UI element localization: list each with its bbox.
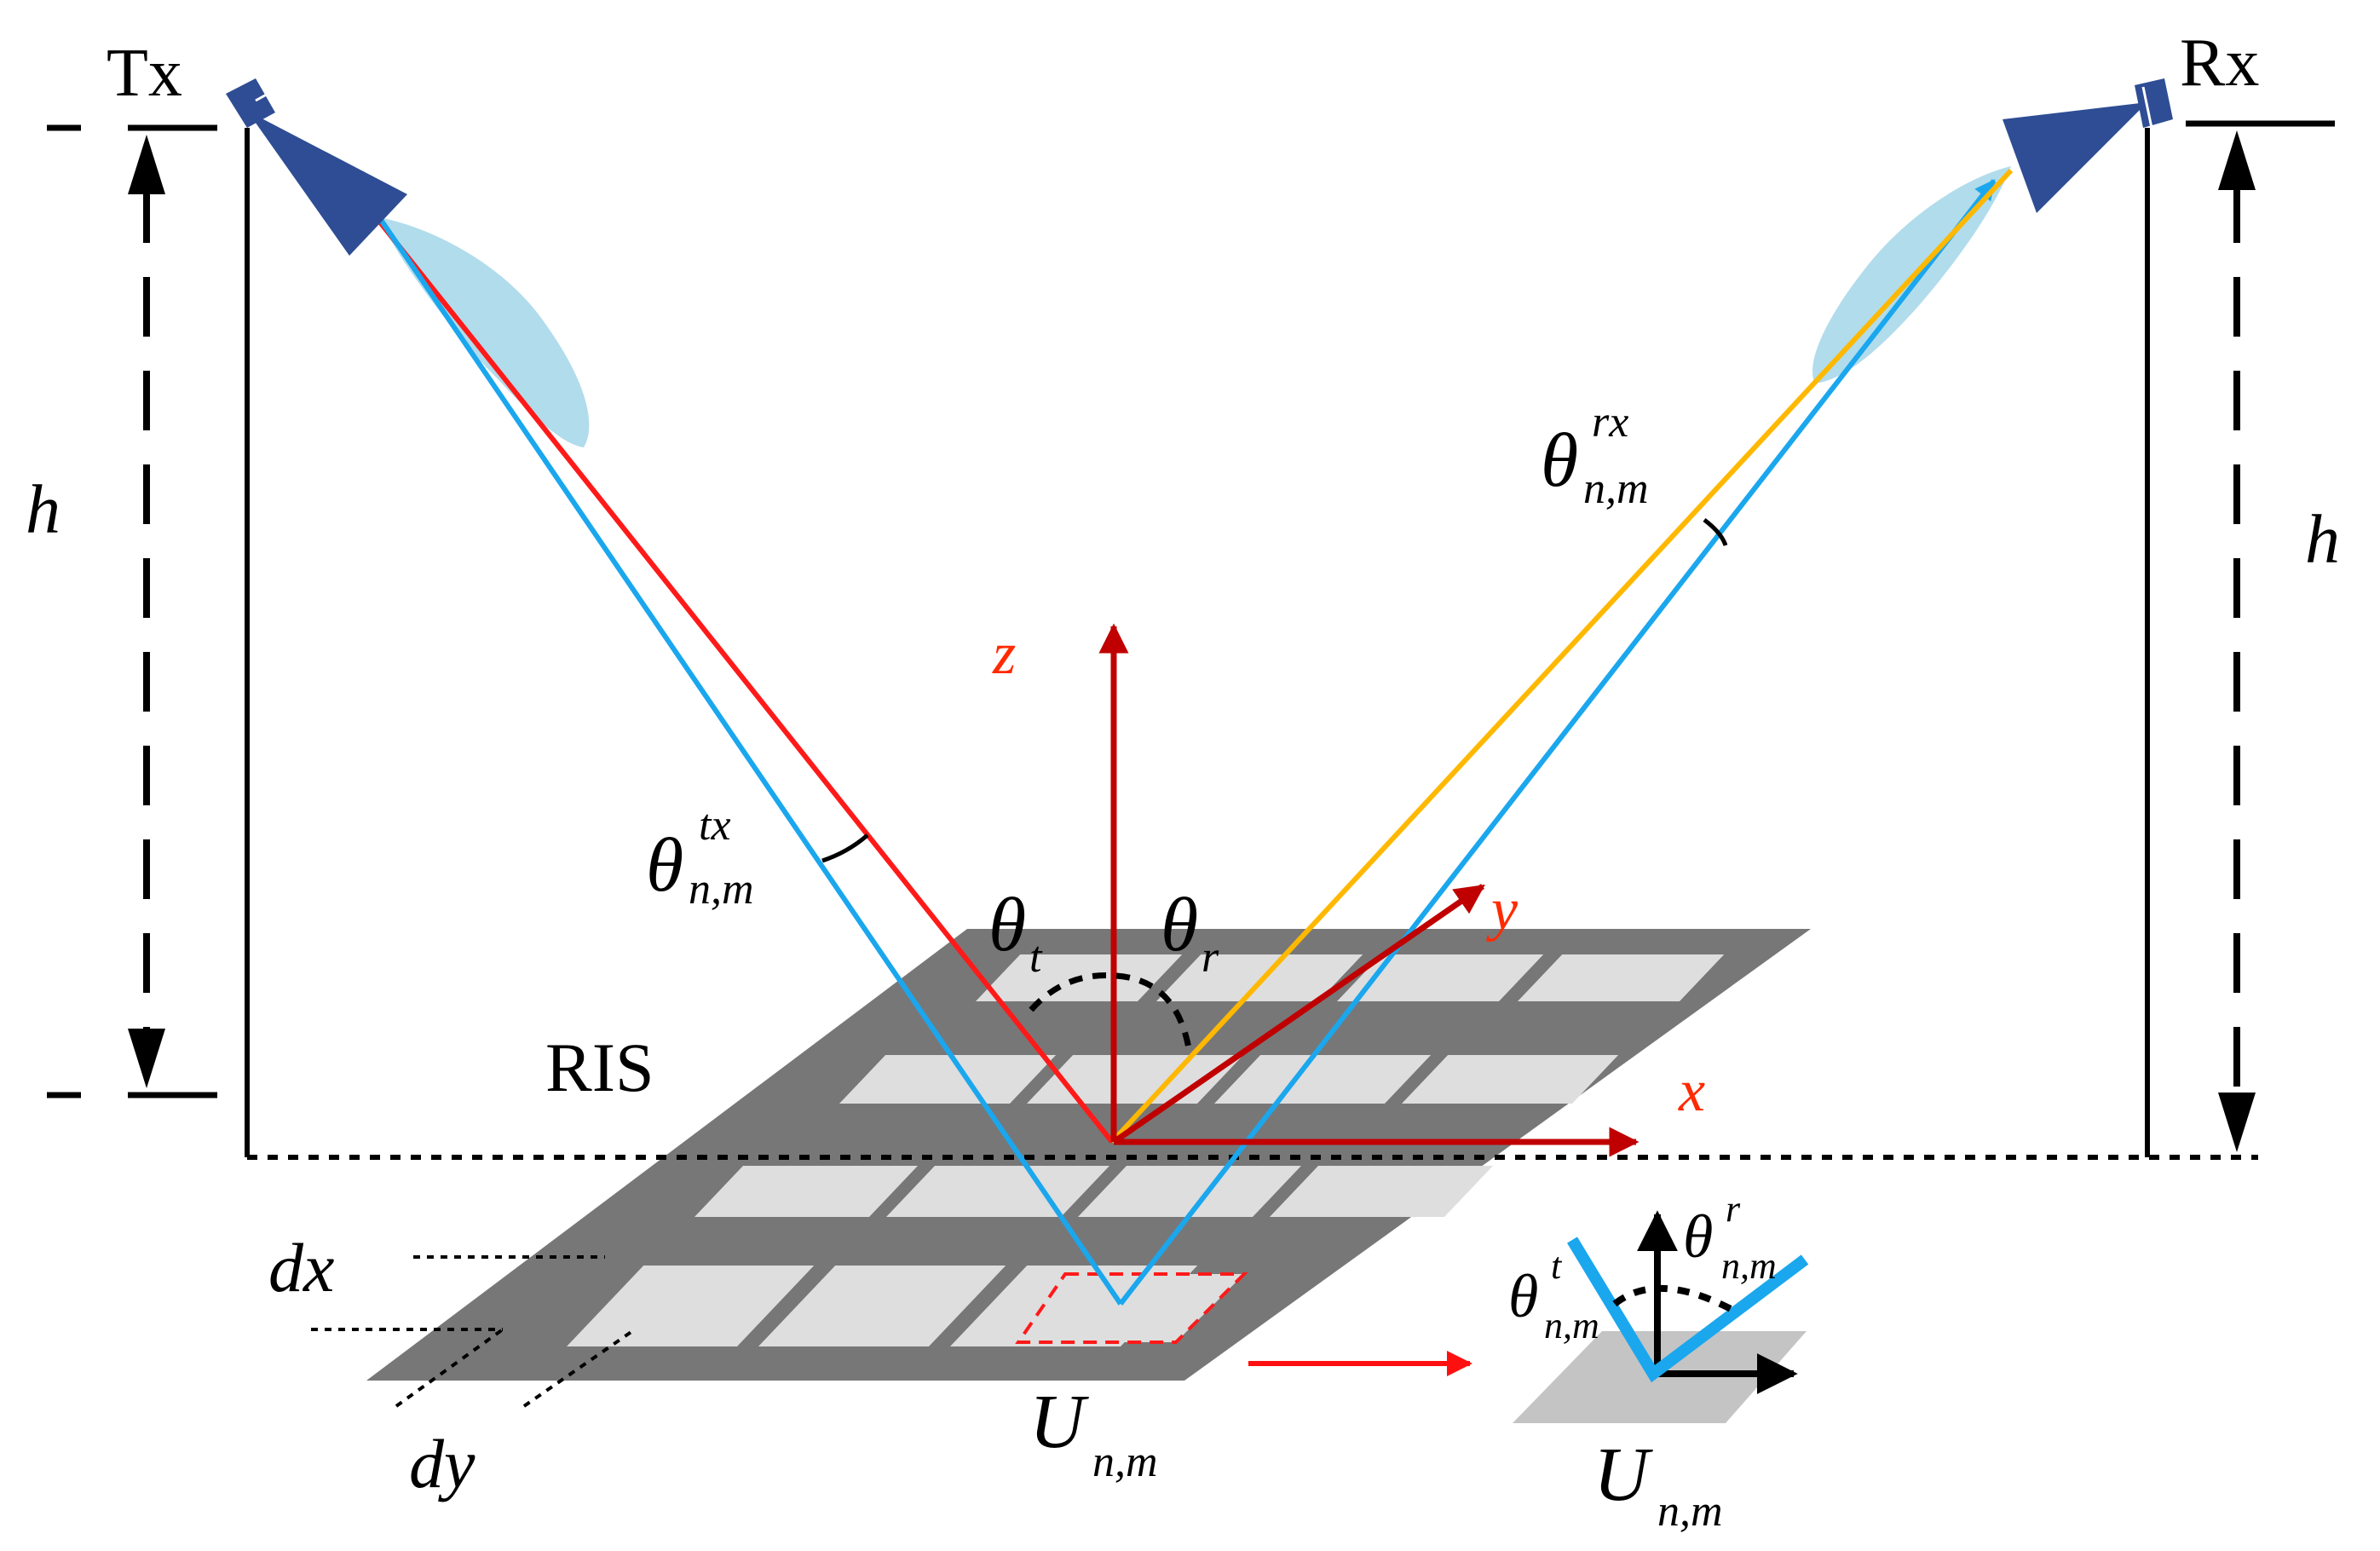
theta-rx-arc (1703, 518, 1728, 546)
ris-cell (694, 1166, 918, 1217)
reflected-beam-yellow (1109, 168, 2014, 1145)
ground-reference (245, 128, 2258, 1160)
unit-cell-inset (1248, 1210, 1809, 1423)
z-axis-label: z (992, 621, 1016, 687)
ris-label: RIS (545, 1029, 654, 1106)
tx-beam-lobe (379, 217, 590, 447)
unit-cell-label-main: U n,m (1029, 1380, 1158, 1486)
inset-beam (1567, 1237, 1809, 1383)
unit-cell-label-inset: U n,m (1593, 1433, 1723, 1536)
ris-cell (1402, 1055, 1619, 1104)
spacing-guides (311, 1255, 637, 1408)
ris-cell (1270, 1166, 1493, 1217)
theta-t-label: θ t (988, 883, 1043, 982)
y-axis-label: y (1486, 877, 1518, 943)
ris-cell (758, 1266, 1006, 1346)
coordinate-axes (1098, 623, 1639, 1157)
ris-cell (839, 1055, 1057, 1104)
unit-cell-highlight (1015, 1272, 1248, 1344)
x-axis-label: x (1678, 1058, 1705, 1124)
ris-cell (567, 1266, 815, 1346)
inset-theta-r-label: θ r n,m (1683, 1188, 1777, 1287)
rx-antenna (2003, 78, 2173, 213)
horn-antenna-icon (247, 111, 407, 256)
theta-tx-arc (821, 833, 869, 863)
ris-cell (1518, 954, 1725, 1001)
ris-cell (1156, 954, 1363, 1001)
tx-label: Tx (107, 36, 182, 111)
theta-tx-label: θ tx n,m (646, 801, 754, 914)
horn-antenna-icon (2003, 102, 2147, 213)
reflected-beam-blue (1118, 179, 1997, 1306)
incident-beam-blue (378, 218, 1123, 1306)
tx-antenna (226, 78, 407, 256)
height-marker-right (2186, 120, 2335, 1152)
height-label-right: h (2305, 500, 2340, 578)
height-marker-left (47, 124, 217, 1098)
theta-rx-label: θ rx n,m (1541, 398, 1649, 513)
ris-cell (1078, 1166, 1301, 1217)
y-axis (1112, 884, 1485, 1145)
inset-theta-t-label: θ t n,m (1508, 1245, 1599, 1346)
theta-t-r-dashed-arc (1029, 972, 1192, 1049)
ris-cell (1214, 1055, 1432, 1104)
dx-label: dx (268, 1229, 334, 1306)
theta-r-label: θ r (1161, 883, 1219, 982)
incident-beam-red (375, 217, 1115, 1144)
ris-cell (1337, 954, 1544, 1001)
beam-paths (375, 168, 2014, 1306)
diagram-labels: Tx Rx h h RIS z y x θ tx n,m θ rx n,m θ … (26, 26, 2340, 1536)
rx-label: Rx (2180, 26, 2259, 101)
height-label-left: h (26, 470, 61, 548)
dy-label: dy (409, 1425, 475, 1502)
